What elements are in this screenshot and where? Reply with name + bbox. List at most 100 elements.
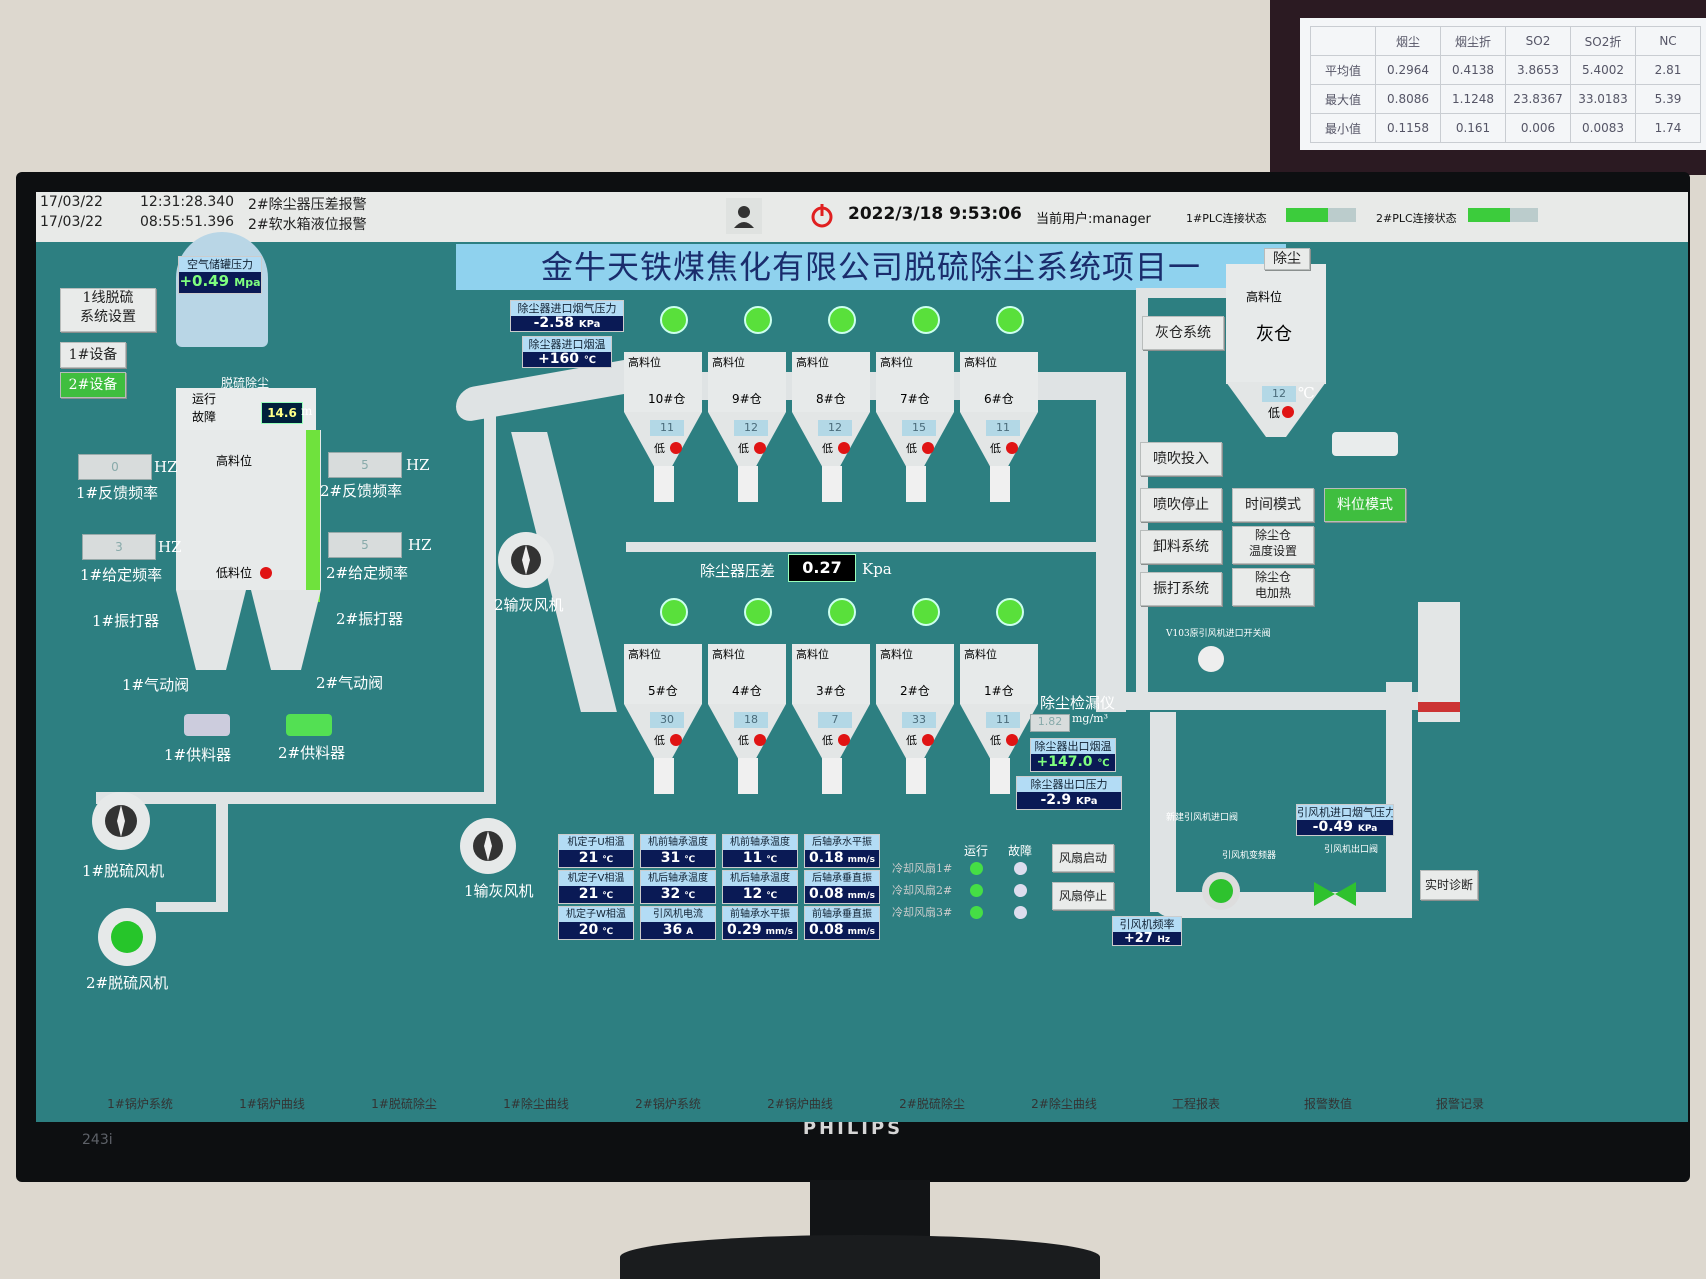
nav-tab[interactable]: 1#锅炉曲线 <box>239 1097 305 1111</box>
valve-motor-icon[interactable] <box>1198 646 1224 672</box>
discharge-valve-icon[interactable] <box>906 758 926 794</box>
bin-name[interactable]: 1#仓 <box>984 684 1014 698</box>
vibrator1-label[interactable]: 1#振打器 <box>92 612 160 630</box>
temp-setting-button[interactable]: 除尘仓 温度设置 <box>1232 526 1314 564</box>
discharge-valve-icon[interactable] <box>738 466 758 502</box>
fb2-input[interactable]: 5 <box>328 452 402 478</box>
plc1-status-bar <box>1286 208 1356 222</box>
fan-start-button[interactable]: 风扇启动 <box>1052 844 1114 872</box>
discharge-valve-icon[interactable] <box>654 758 674 794</box>
level-mode-button[interactable]: 料位模式 <box>1324 488 1406 522</box>
spray-off-button[interactable]: 喷吹停止 <box>1140 488 1222 522</box>
discharge-valve-icon[interactable] <box>990 758 1010 794</box>
reading-label: 后轴承垂直振 <box>805 871 879 886</box>
discharge-valve-icon[interactable] <box>654 466 674 502</box>
ash-bin-label: 灰仓 <box>1256 324 1292 345</box>
bin-name[interactable]: 9#仓 <box>732 392 762 406</box>
cooling-fault-indicator <box>1014 906 1027 919</box>
unload-system-button[interactable]: 卸料系统 <box>1140 530 1222 564</box>
cooling-run-indicator <box>970 884 983 897</box>
nav-tab[interactable]: 2#脱硫除尘 <box>899 1097 965 1111</box>
spray-on-button[interactable]: 喷吹投入 <box>1140 442 1222 476</box>
cooling-run-indicator <box>970 906 983 919</box>
low-level-label: 低 <box>990 442 1001 455</box>
right-duct <box>1096 372 1126 712</box>
discharge-valve-icon[interactable] <box>738 758 758 794</box>
feeder2-motor-icon[interactable] <box>286 714 332 736</box>
fan1-icon[interactable] <box>92 792 150 850</box>
time-mode-button[interactable]: 时间模式 <box>1232 488 1314 522</box>
bin-temp: 11 <box>650 420 684 436</box>
bin-name[interactable]: 8#仓 <box>816 392 846 406</box>
alarm-time: 08:55:51.396 <box>140 214 235 230</box>
nav-tab[interactable]: 工程报表 <box>1171 1097 1220 1111</box>
bin-name[interactable]: 4#仓 <box>732 684 762 698</box>
col-header: 烟尘折 <box>1440 26 1506 56</box>
bin-name[interactable]: 5#仓 <box>648 684 678 698</box>
fb1-input[interactable]: 0 <box>78 454 152 480</box>
low-level-alarm-dot <box>670 734 682 746</box>
fan2-icon[interactable] <box>98 908 156 966</box>
col-header: SO2折 <box>1570 26 1636 56</box>
alarm-text[interactable]: 2#除尘器压差报警 <box>248 197 367 213</box>
nav-tab[interactable]: 1#除尘曲线 <box>503 1097 569 1111</box>
high-level-label: 高料位 <box>628 648 661 661</box>
outlet-pressure-display: 除尘器出口压力 -2.9 KPa <box>1016 776 1122 810</box>
high-level-label: 高料位 <box>964 356 997 369</box>
device1-button[interactable]: 1#设备 <box>60 342 126 368</box>
feeder1-motor-icon[interactable] <box>184 714 230 736</box>
discharge-valve-icon[interactable] <box>822 466 842 502</box>
desulf-settings-button[interactable]: 1线脱硫 系统设置 <box>60 288 156 332</box>
reading-number: 32 <box>660 886 681 902</box>
low-level-label: 低 <box>990 734 1001 747</box>
set1-input[interactable]: 3 <box>82 534 156 560</box>
vibrate-system-button[interactable]: 振打系统 <box>1140 572 1222 606</box>
discharge-valve-icon[interactable] <box>822 758 842 794</box>
user-icon[interactable] <box>726 198 762 234</box>
bin-name[interactable]: 2#仓 <box>900 684 930 698</box>
outlet-valve-icon[interactable] <box>1314 882 1356 906</box>
nav-tab[interactable]: 报警记录 <box>1435 1097 1484 1111</box>
high-level-label: 高料位 <box>964 648 997 661</box>
leak-detector-label: 除尘检漏仪 <box>1040 694 1116 712</box>
pipe <box>216 802 228 912</box>
valve1-label[interactable]: 1#气动阀 <box>122 676 190 694</box>
brand-logo: PHILIPS <box>802 1118 904 1139</box>
bin-name[interactable]: 3#仓 <box>816 684 846 698</box>
nav-tab[interactable]: 2#除尘曲线 <box>1031 1097 1097 1111</box>
valve2-label[interactable]: 2#气动阀 <box>316 674 384 692</box>
ash-system-button[interactable]: 灰仓系统 <box>1142 316 1224 350</box>
pipe <box>626 542 1096 552</box>
nav-tab[interactable]: 1#脱硫除尘 <box>371 1097 437 1111</box>
low-level-label: 低料位 <box>216 566 253 580</box>
power-icon[interactable] <box>804 198 840 234</box>
induced-fan-icon[interactable] <box>1202 872 1240 910</box>
electric-heat-button[interactable]: 除尘仓 电加热 <box>1232 568 1314 606</box>
nav-tab[interactable]: 2#锅炉系统 <box>635 1097 701 1111</box>
reading-number: 12 <box>742 886 763 902</box>
discharge-valve-icon[interactable] <box>990 466 1010 502</box>
bin-name[interactable]: 7#仓 <box>900 392 930 406</box>
device2-button[interactable]: 2#设备 <box>60 372 126 398</box>
reading-label: 前轴承水平振 <box>723 907 797 922</box>
ash-fan1-icon[interactable] <box>460 818 516 874</box>
nav-tab[interactable]: 2#锅炉曲线 <box>767 1097 833 1111</box>
set2-input[interactable]: 5 <box>328 532 402 558</box>
discharge-valve-icon[interactable] <box>906 466 926 502</box>
bin-name[interactable]: 10#仓 <box>648 392 686 406</box>
vibrator2-label[interactable]: 2#振打器 <box>336 610 404 628</box>
fan-stop-button[interactable]: 风扇停止 <box>1052 882 1114 910</box>
diagnosis-button[interactable]: 实时诊断 <box>1420 870 1478 900</box>
nav-tab[interactable]: 1#锅炉系统 <box>107 1097 173 1111</box>
nav-tab[interactable]: 报警数值 <box>1303 1097 1352 1111</box>
reading-label: 机前轴承温度 <box>641 835 715 850</box>
pressure-diff-value: 0.27 <box>788 554 856 582</box>
ash-fan2-icon[interactable] <box>498 532 554 588</box>
alarm-text[interactable]: 2#软水箱液位报警 <box>248 217 367 233</box>
bin-name[interactable]: 6#仓 <box>984 392 1014 406</box>
